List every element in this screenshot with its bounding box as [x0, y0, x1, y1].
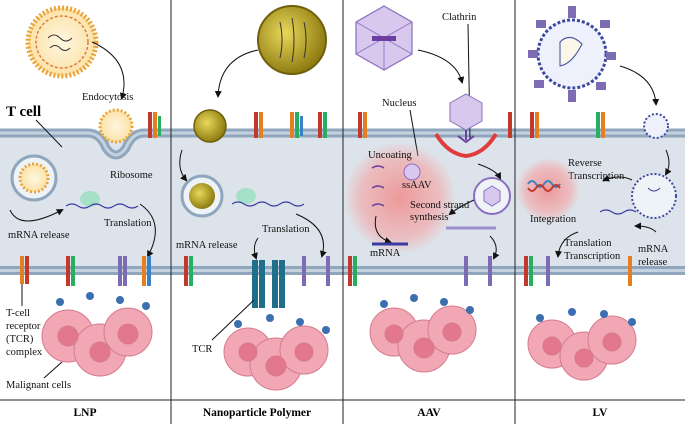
mrna-release-label-1: mRNA release: [8, 230, 70, 241]
lipid-nanoparticle: [25, 5, 99, 79]
endosome: [10, 154, 58, 202]
ribosome: [80, 191, 100, 207]
malignant-cells-label: Malignant cells: [6, 380, 71, 391]
clathrin-label: Clathrin: [442, 12, 477, 23]
mrna-release-label-2: mRNA release: [176, 240, 238, 251]
second-strand-label-2: synthesis: [410, 212, 449, 223]
polymer-in-pit: [193, 109, 227, 143]
polymer-ribosome: [236, 188, 256, 204]
panel-polymer: mRNA release Translation TCR Nanoparticl…: [176, 5, 330, 419]
polymer-endosome: [180, 174, 224, 218]
lnp-in-pit: [98, 108, 134, 144]
malignant-cells-aav: [369, 305, 477, 373]
ssaav-label: ssAAV: [402, 180, 432, 191]
aav-at-membrane: [449, 93, 483, 131]
translation-label-1: Translation: [104, 218, 152, 229]
arrow-lnp-to-membrane: [91, 41, 127, 100]
translation-label-2: Translation: [262, 224, 310, 235]
panel-aav: Clathrin Nucleus Uncoating ssAAV Second …: [344, 5, 512, 419]
lv-at-membrane: [643, 113, 669, 139]
ribosome-label: Ribosome: [110, 170, 153, 181]
footer-polymer: Nanoparticle Polymer: [203, 407, 311, 419]
membrane-receptors-lnp: [20, 112, 161, 286]
malignant-cells-lv: [527, 315, 637, 381]
endocytosis-label: Endocytosis: [82, 92, 133, 103]
lentivirus: [528, 6, 616, 102]
lv-endosome: [631, 173, 677, 219]
tcr-complex-label-3: (TCR): [6, 334, 34, 345]
tcr-complex-label-2: receptor: [6, 321, 41, 332]
membrane-receptors-lv: [524, 112, 632, 286]
integration-label: Integration: [530, 214, 577, 225]
translation-transcription-label-1: Translation: [564, 238, 612, 249]
panel-lv: Reverse Transcription Integration Transl…: [516, 6, 677, 419]
reverse-transcription-label-2: Transcription: [568, 171, 625, 182]
panel-lnp: Endocytosis T cell Ribosome mRNA release…: [6, 5, 161, 419]
mrna-release-lv-label-1: mRNA: [638, 244, 669, 255]
tcr-receptors: [252, 260, 285, 308]
membrane-receptors-polymer: [184, 112, 330, 286]
tcr-label: TCR: [192, 344, 212, 355]
footer-lv: LV: [593, 407, 609, 419]
tcr-complex-label-4: complex: [6, 347, 43, 358]
second-strand-label-1: Second strand: [410, 200, 470, 211]
polymer-nanoparticle: [257, 5, 327, 75]
uncoating-label: Uncoating: [368, 150, 412, 161]
malignant-cells-lnp: [41, 307, 153, 377]
mrna-release-lv-label-2: release: [638, 257, 667, 268]
reverse-transcription-label-1: Reverse: [568, 158, 602, 169]
aav-nucleus: [344, 142, 456, 254]
clathrin-pit: [434, 132, 498, 159]
translation-transcription-label-2: Transcription: [564, 251, 621, 262]
mrna-strand: [65, 203, 139, 209]
footer-aav: AAV: [417, 407, 441, 419]
membrane-receptors-aav: [348, 112, 512, 286]
malignant-cells-polymer: [223, 325, 329, 391]
tcr-complex-label-1: T-cell: [6, 308, 30, 319]
t-cell-label: T cell: [6, 104, 41, 120]
mrna-label-aav: mRNA: [370, 248, 401, 259]
nucleus-label: Nucleus: [382, 98, 416, 109]
footer-lnp: LNP: [74, 407, 97, 419]
